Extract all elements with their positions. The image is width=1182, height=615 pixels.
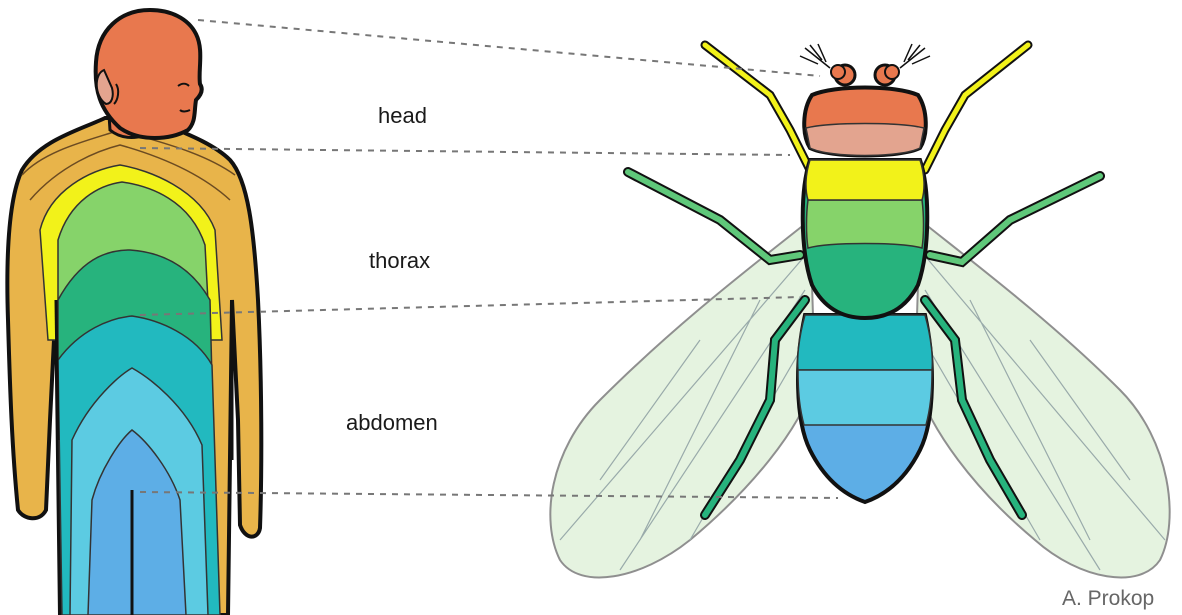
connector-head: [198, 20, 820, 76]
label-abdomen: abdomen: [346, 410, 438, 436]
label-thorax: thorax: [369, 248, 430, 274]
label-head: head: [378, 103, 427, 129]
fly-figure: [550, 44, 1169, 577]
author-credit: A. Prokop: [1062, 587, 1154, 611]
connector-neck-thorax: [140, 148, 790, 155]
human-head: [96, 10, 202, 138]
fly-left-wing: [550, 220, 815, 577]
fly-right-wing: [915, 220, 1170, 577]
fly-left-foreleg: [705, 45, 810, 170]
fly-right-foreleg: [925, 45, 1028, 170]
human-figure: [7, 10, 261, 615]
